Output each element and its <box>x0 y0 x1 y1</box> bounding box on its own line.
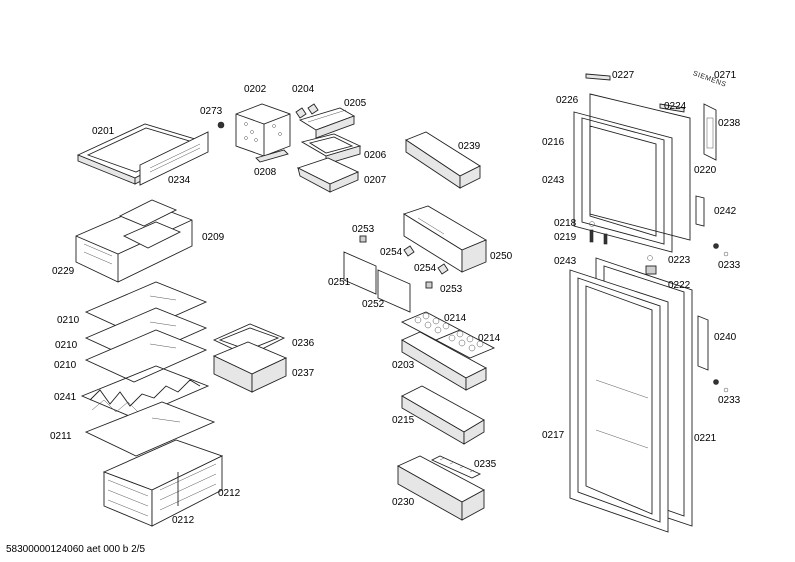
part-0251-flap <box>343 251 377 295</box>
callout-0203: 0203 <box>392 360 415 371</box>
callout-0204: 0204 <box>292 84 315 95</box>
callout-0240: 0240 <box>714 332 737 343</box>
callout-0241: 0241 <box>54 392 77 403</box>
callout-0239: 0239 <box>458 141 481 152</box>
part-0222-0223-hinge <box>645 255 657 275</box>
callout-0234: 0234 <box>168 175 191 186</box>
callout-0205: 0205 <box>344 98 367 109</box>
part-0211-glass-shelf <box>84 401 216 457</box>
callout-0217: 0217 <box>542 430 565 441</box>
callout-0253-2: 0253 <box>440 284 463 295</box>
callout-0212-2: 0212 <box>172 515 195 526</box>
callout-0243-2: 0243 <box>554 256 577 267</box>
callout-0243-1: 0243 <box>542 175 565 186</box>
callout-0208: 0208 <box>254 167 277 178</box>
callout-0210-1: 0210 <box>57 315 80 326</box>
callout-0212-1: 0212 <box>218 488 241 499</box>
part-0235-bottle-rail <box>430 455 482 479</box>
part-0218-0219-hinge-pin <box>589 221 608 245</box>
part-0205-lamp-holder <box>298 107 356 139</box>
part-0252-flap <box>377 269 411 313</box>
part-0214-egg-tray-2 <box>434 329 496 359</box>
callout-0219: 0219 <box>554 232 577 243</box>
callout-0238: 0238 <box>718 118 741 129</box>
callout-0242: 0242 <box>714 206 737 217</box>
callout-0226: 0226 <box>556 95 579 106</box>
part-0240-handle <box>697 315 709 371</box>
callout-0207: 0207 <box>364 175 387 186</box>
callout-0206: 0206 <box>364 150 387 161</box>
part-0204-clips <box>295 103 319 119</box>
callout-0201: 0201 <box>92 126 115 137</box>
part-0237-chiller-tray <box>212 341 288 393</box>
part-0242-handle-bracket <box>695 195 705 227</box>
callout-0210-2: 0210 <box>55 340 78 351</box>
callout-0253-1: 0253 <box>352 224 375 235</box>
callout-0271: 0271 <box>714 70 737 81</box>
callout-0210-3: 0210 <box>54 360 77 371</box>
part-0230-bottle-bin <box>397 455 485 521</box>
callout-0215: 0215 <box>392 415 415 426</box>
callout-0237: 0237 <box>292 368 315 379</box>
callout-0250: 0250 <box>490 251 513 262</box>
callout-0233-1: 0233 <box>718 260 741 271</box>
callout-0223: 0223 <box>668 255 691 266</box>
part-0241-bottle-rack <box>80 365 210 419</box>
callout-0202: 0202 <box>244 84 267 95</box>
part-0239-door-bin <box>405 131 481 189</box>
callout-0273: 0273 <box>200 106 223 117</box>
callout-0235: 0235 <box>474 459 497 470</box>
part-0227-0224-trims <box>585 73 685 113</box>
part-0273-screw <box>217 121 225 129</box>
part-0217-door-gasket <box>569 269 669 533</box>
callout-0230: 0230 <box>392 497 415 508</box>
part-0207-diffuser <box>296 157 360 193</box>
part-0210-glass-shelf-3 <box>84 329 208 383</box>
callout-0224: 0224 <box>664 101 687 112</box>
callout-0214-2: 0214 <box>478 333 501 344</box>
part-0238-handle <box>703 103 717 161</box>
part-0253-0254-hinges <box>359 235 449 289</box>
part-0202-housing <box>235 103 291 157</box>
part-0208-strip <box>255 149 289 163</box>
part-0203-door-bin <box>401 331 487 391</box>
callout-0220: 0220 <box>694 165 717 176</box>
callout-0216: 0216 <box>542 137 565 148</box>
part-0216-freezer-door <box>573 93 691 253</box>
part-0209-crisper-frame <box>75 199 193 283</box>
callout-0221: 0221 <box>694 433 717 444</box>
document-footer: 58300000124060 aet 000 b 2/5 <box>6 544 146 555</box>
callout-0254-2: 0254 <box>414 263 437 274</box>
callout-0211: 0211 <box>50 431 72 442</box>
part-0206-lamp-cover <box>300 133 362 165</box>
callout-0254-1: 0254 <box>380 247 403 258</box>
callout-0218: 0218 <box>554 218 577 229</box>
part-0234-cover-strip <box>139 131 209 186</box>
callout-0236: 0236 <box>292 338 315 349</box>
part-0215-door-bin <box>401 385 485 445</box>
part-0250-dairy-box <box>402 205 488 273</box>
callout-0227: 0227 <box>612 70 635 81</box>
part-0233-screws <box>713 243 729 393</box>
callout-0252: 0252 <box>362 299 385 310</box>
callout-0214-1: 0214 <box>444 313 467 324</box>
callout-0251: 0251 <box>328 277 351 288</box>
part-0212-crisper-drawers <box>102 439 224 527</box>
callout-0229: 0229 <box>52 266 75 277</box>
callout-0209: 0209 <box>202 232 225 243</box>
callout-0233-2: 0233 <box>718 395 741 406</box>
callout-0222: 0222 <box>668 280 691 291</box>
